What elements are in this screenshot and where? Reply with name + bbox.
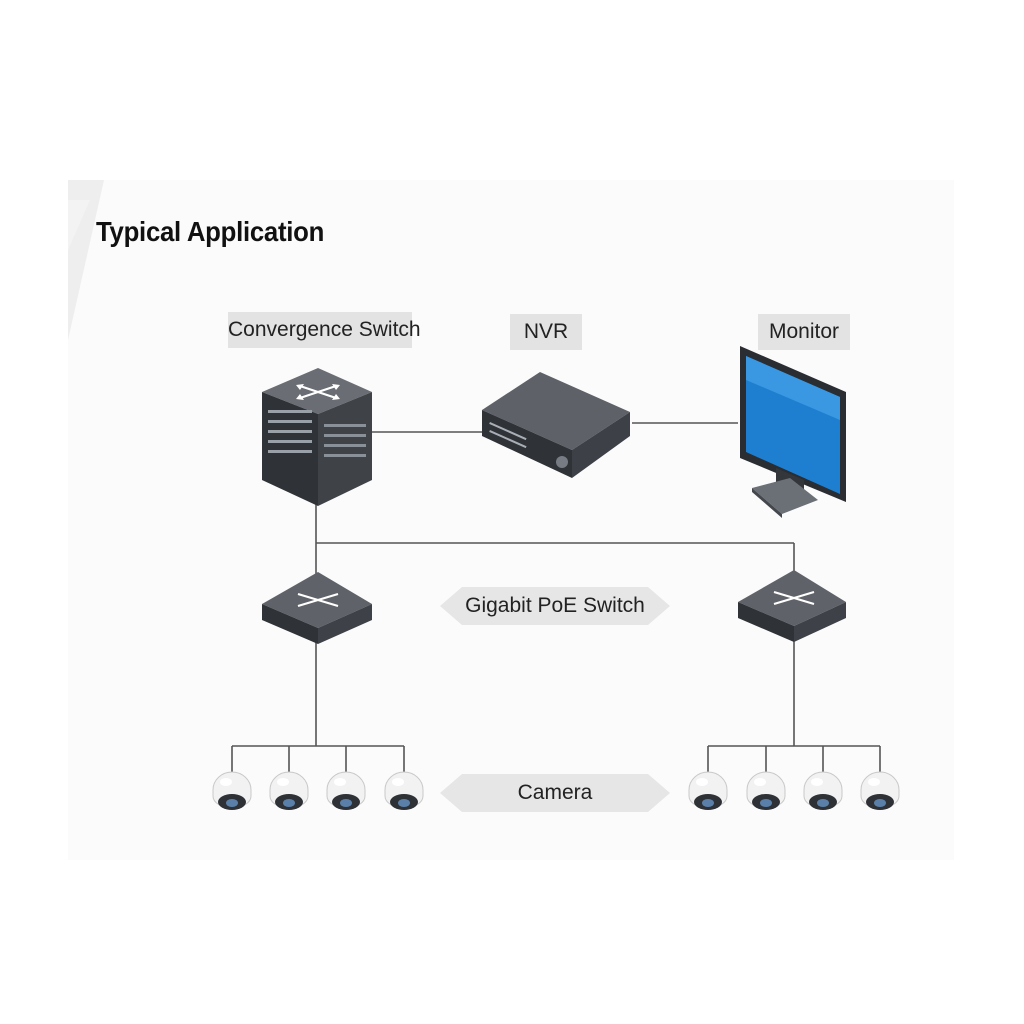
- poe-switch-right-icon: [738, 570, 846, 642]
- dome-camera-icon: [384, 771, 424, 810]
- nvr-label: NVR: [510, 314, 582, 350]
- dome-camera-icon: [803, 771, 843, 810]
- monitor-label: Monitor: [758, 314, 850, 350]
- camera-group: [212, 771, 900, 810]
- convergence-switch-label: Convergence Switch: [228, 312, 421, 348]
- connection-lines: [231, 422, 881, 772]
- dome-camera-icon: [269, 771, 309, 810]
- monitor-icon: [740, 346, 846, 518]
- dome-camera-icon: [860, 771, 900, 810]
- nvr-icon: [482, 372, 630, 478]
- dome-camera-icon: [212, 771, 252, 810]
- dome-camera-icon: [746, 771, 786, 810]
- poe-switch-left-icon: [262, 572, 372, 644]
- page-title: Typical Application: [96, 216, 325, 247]
- dome-camera-icon: [326, 771, 366, 810]
- dome-camera-icon: [688, 771, 728, 810]
- poe-switch-callout: Gigabit PoE Switch: [440, 587, 670, 625]
- camera-callout: Camera: [440, 774, 670, 812]
- decorative-stripe-inner: [68, 200, 90, 250]
- convergence-switch-icon: [262, 368, 372, 506]
